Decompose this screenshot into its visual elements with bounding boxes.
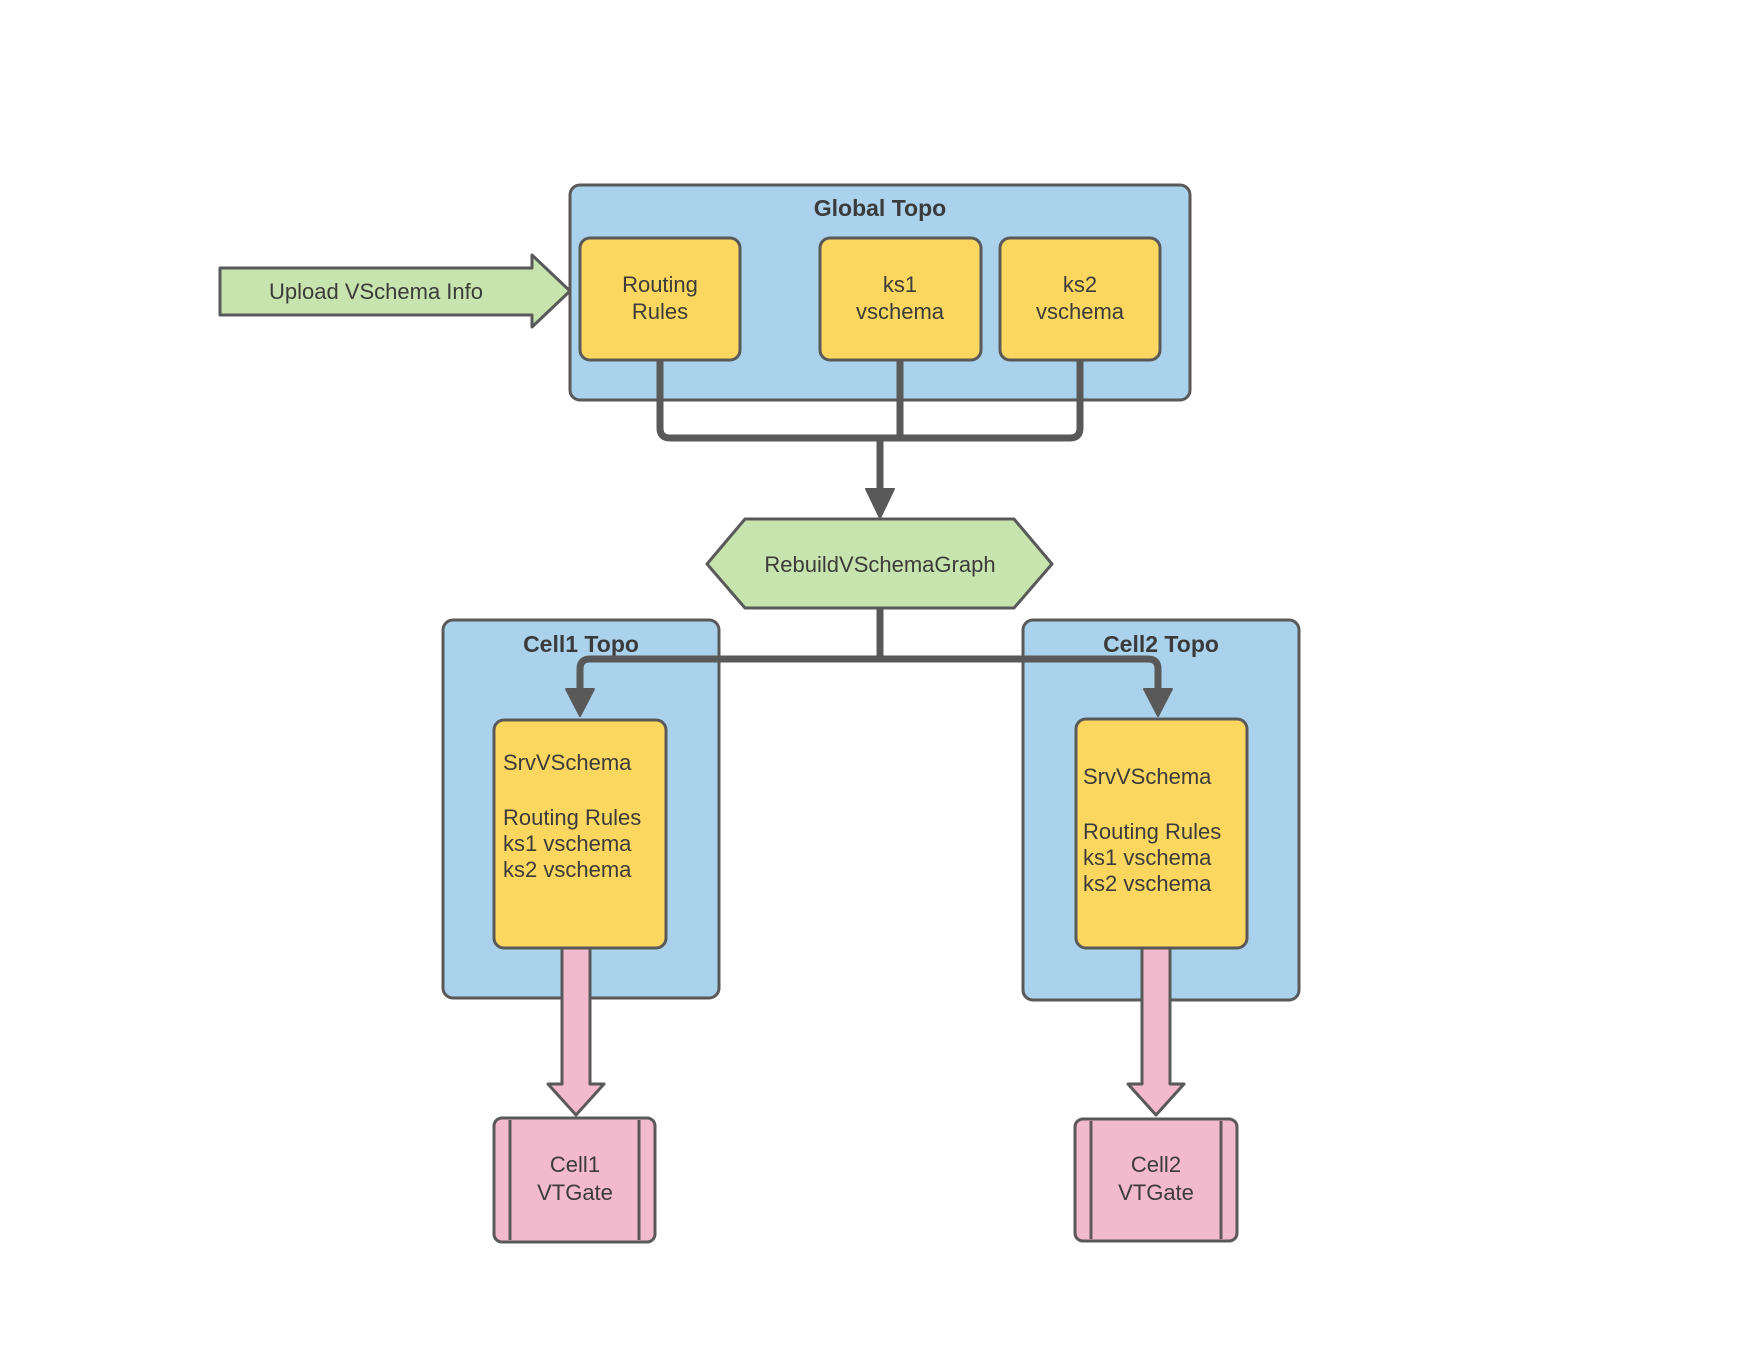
cell2-srvvschema-node: SrvVSchema Routing Rules ks1 vschema ks2… bbox=[1074, 717, 1249, 950]
upload-vschema-arrow: Upload VSchema Info bbox=[218, 253, 572, 329]
arrowhead-to-cell2-icon bbox=[1143, 688, 1173, 717]
ks1-vschema-label-line2: vschema bbox=[856, 299, 945, 324]
cell2-vtgate-node: Cell2 VTGate bbox=[1073, 1117, 1239, 1243]
routing-rules-label-line1: Routing bbox=[622, 272, 698, 297]
routing-rules-node: Routing Rules bbox=[578, 236, 742, 362]
cell2-vtgate-label-line1: Cell2 bbox=[1131, 1152, 1181, 1177]
cell2-vtgate-label-line2: VTGate bbox=[1118, 1180, 1194, 1205]
cell2-srvvschema-line3: ks1 vschema bbox=[1083, 845, 1212, 870]
cell1-vtgate-node: Cell1 VTGate bbox=[492, 1116, 657, 1244]
ks1-vschema-box bbox=[818, 236, 983, 362]
cell2-srvvschema-line1: SrvVSchema bbox=[1083, 764, 1212, 789]
rebuild-vschemagraph-label: RebuildVSchemaGraph bbox=[764, 552, 995, 577]
ks1-vschema-label-line1: ks1 bbox=[883, 272, 917, 297]
connector-global-bus-line bbox=[656, 360, 1084, 492]
ks2-vschema-label-line1: ks2 bbox=[1063, 272, 1097, 297]
cell2-vtgate-arrow bbox=[1126, 946, 1186, 1117]
upload-vschema-arrow-label: Upload VSchema Info bbox=[269, 279, 483, 304]
cell2-srvvschema-line4: ks2 vschema bbox=[1083, 871, 1212, 896]
cell2-srvvschema-line2: Routing Rules bbox=[1083, 819, 1221, 844]
cell2-vtgate-arrow-shape bbox=[1126, 946, 1186, 1117]
cell1-srvvschema-node: SrvVSchema Routing Rules ks1 vschema ks2… bbox=[492, 718, 668, 950]
cell1-srvvschema-line2: Routing Rules bbox=[503, 805, 641, 830]
arrowhead-to-cell1-icon bbox=[565, 688, 595, 717]
cell1-srvvschema-line3: ks1 vschema bbox=[503, 831, 632, 856]
connector-cells-bus-line bbox=[576, 608, 1162, 692]
cell1-topo-title: Cell1 Topo bbox=[523, 631, 639, 657]
rebuild-vschemagraph-hexagon bbox=[705, 517, 1054, 610]
cell1-vtgate-label-line1: Cell1 bbox=[550, 1152, 600, 1177]
ks2-vschema-node: ks2 vschema bbox=[998, 236, 1162, 362]
routing-rules-label-line2: Rules bbox=[632, 299, 688, 324]
cell1-vtgate-arrow-shape bbox=[546, 946, 606, 1117]
routing-rules-box bbox=[578, 236, 742, 362]
upload-vschema-arrow-shape bbox=[218, 253, 572, 329]
cell2-vtgate-box bbox=[1073, 1117, 1239, 1243]
cell1-vtgate-box bbox=[492, 1116, 657, 1244]
rebuild-vschemagraph-node: RebuildVSchemaGraph bbox=[705, 517, 1054, 610]
cell1-srvvschema-line1: SrvVSchema bbox=[503, 750, 632, 775]
ks1-vschema-node: ks1 vschema bbox=[818, 236, 983, 362]
arrowhead-to-rebuild-icon bbox=[865, 488, 895, 519]
cell1-vtgate-arrow bbox=[546, 946, 606, 1117]
connector-rebuild-to-cells bbox=[565, 608, 1173, 717]
connector-global-to-rebuild bbox=[656, 360, 1084, 519]
ks2-vschema-label-line2: vschema bbox=[1036, 299, 1125, 324]
cell2-topo-title: Cell2 Topo bbox=[1103, 631, 1219, 657]
cell1-srvvschema-line4: ks2 vschema bbox=[503, 857, 632, 882]
global-topo-title: Global Topo bbox=[814, 195, 946, 221]
ks2-vschema-box bbox=[998, 236, 1162, 362]
cell1-vtgate-label-line2: VTGate bbox=[537, 1180, 613, 1205]
